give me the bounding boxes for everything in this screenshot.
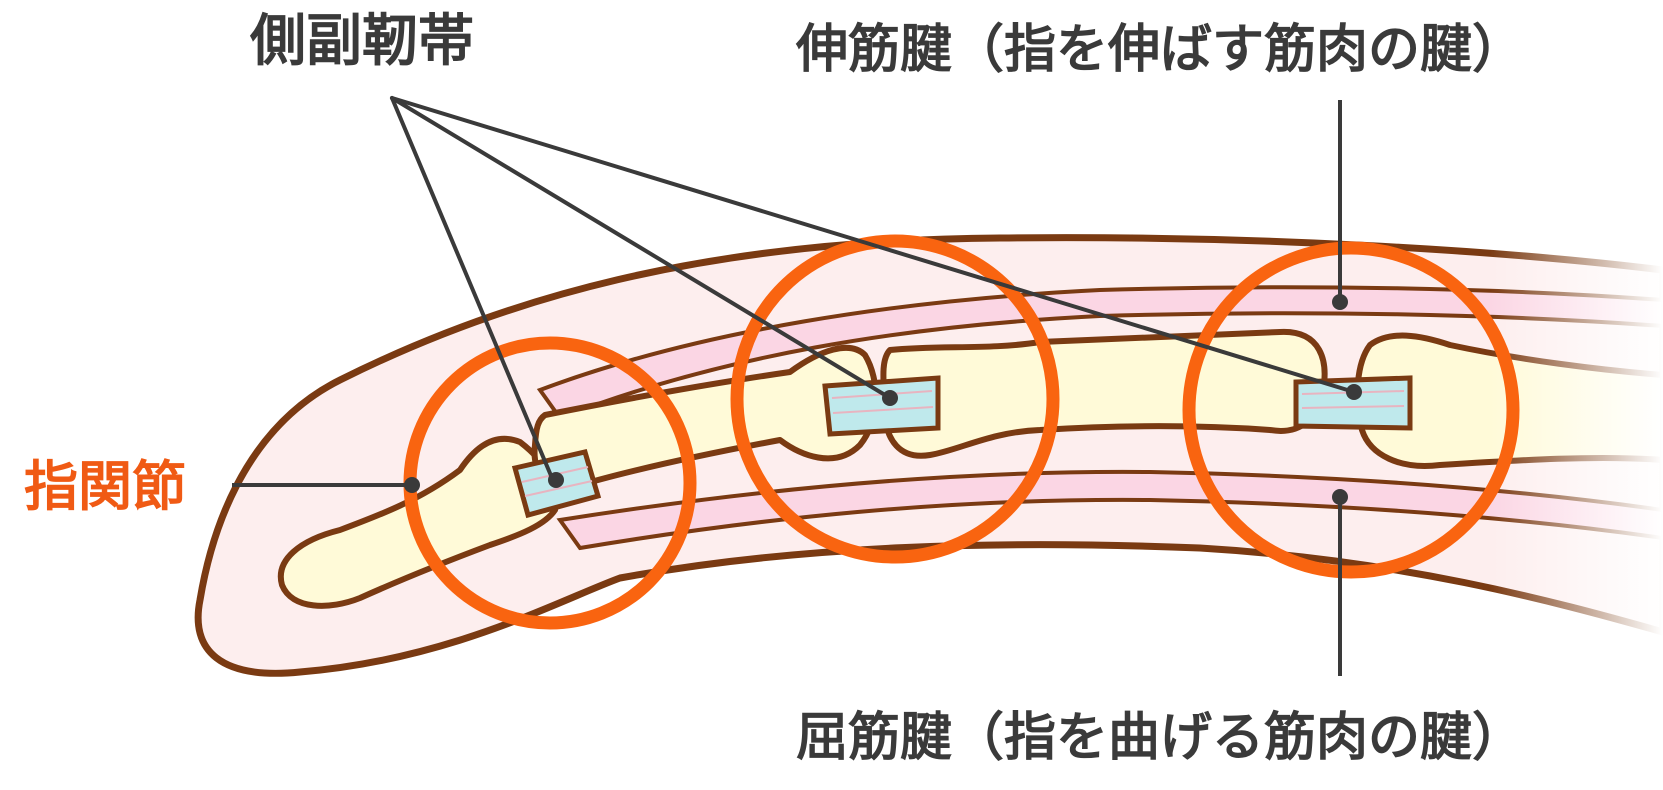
leader-dot-ligament-middle [882, 390, 898, 406]
flexor-tendon [556, 469, 1663, 551]
finger-joint-label: 指関節 [24, 455, 186, 518]
right-fade [1490, 200, 1663, 660]
extensor-tendon [536, 285, 1663, 421]
collateral-ligament-leaders [390, 96, 1356, 480]
joint-highlight-circle-proximal [1182, 241, 1520, 579]
proximal-phalanx [880, 328, 1328, 459]
leader-dot-ligament-distal [548, 472, 564, 488]
joint-highlight-circle-middle [730, 234, 1060, 564]
leader-dot-joint [404, 477, 420, 493]
leader-dot-extensor [1332, 294, 1348, 310]
flexor-tendon-label: 屈筋腱（指を曲げる筋肉の腱） [796, 708, 1525, 768]
collateral-ligament-middle [822, 375, 941, 437]
collateral-ligament-label: 側副靭帯 [250, 9, 474, 74]
extensor-tendon-label: 伸筋腱（指を伸ばす筋肉の腱） [796, 20, 1525, 80]
leader-dot-ligament-proximal [1346, 384, 1362, 400]
leader-dot-flexor [1332, 489, 1348, 505]
